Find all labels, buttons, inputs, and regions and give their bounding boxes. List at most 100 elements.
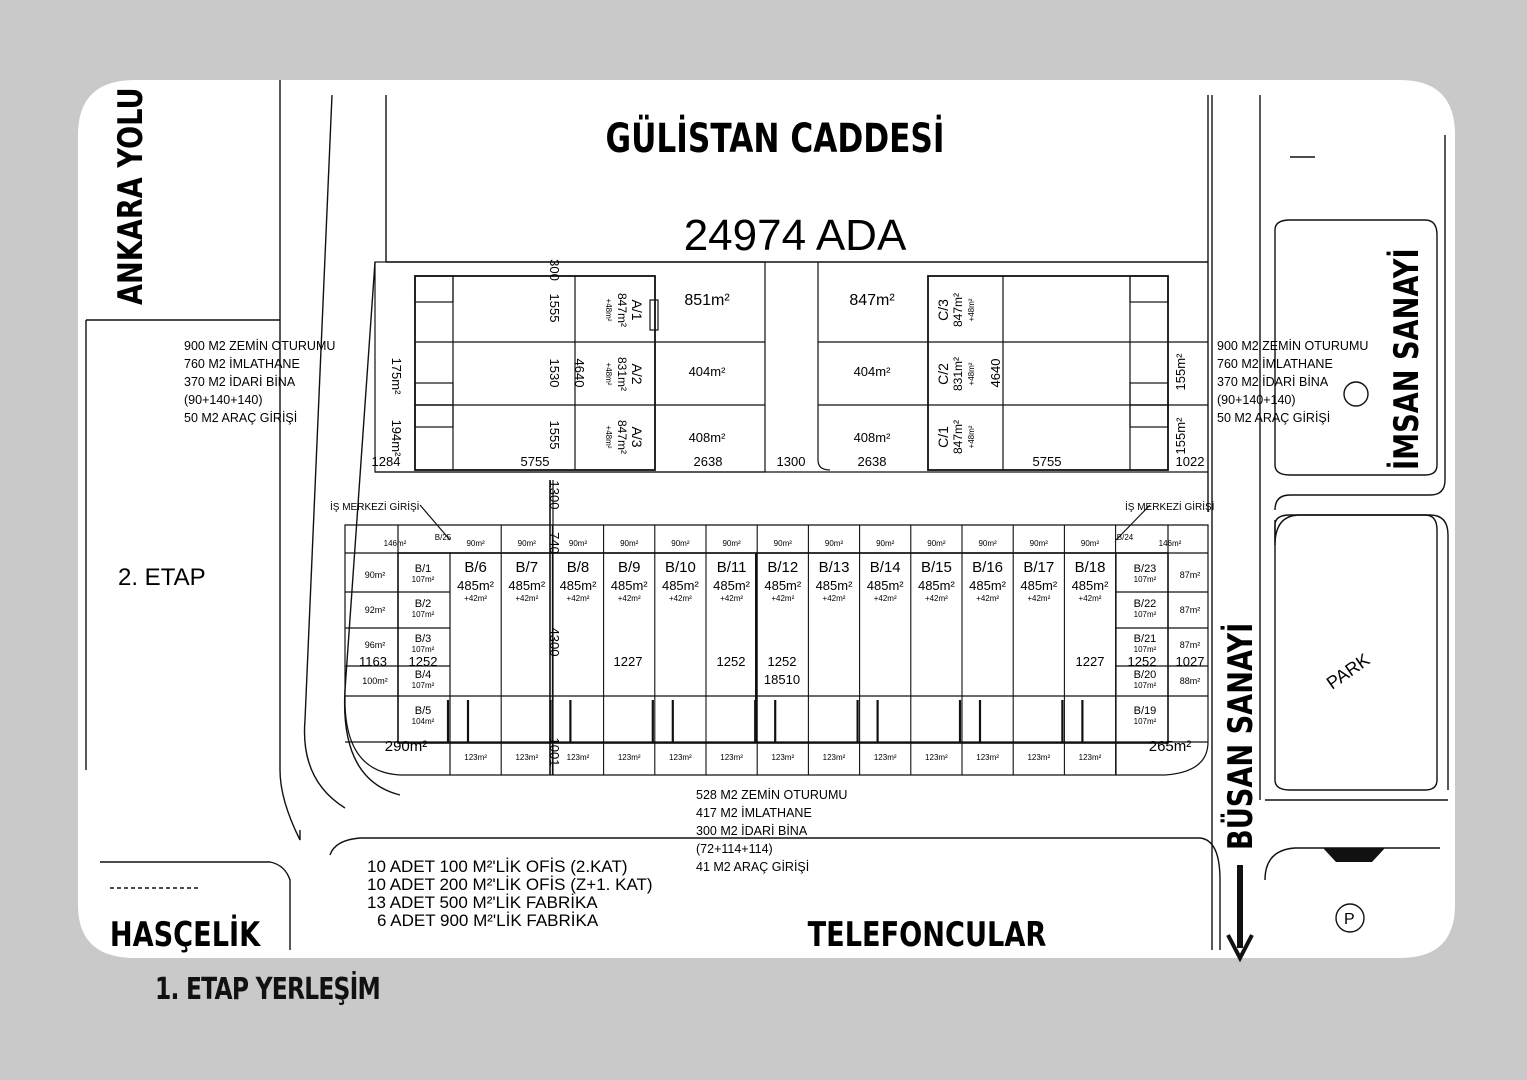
bottom-strip-area: 123m²	[1079, 753, 1102, 762]
note-east-line: 370 M2 İDARİ BİNA	[1217, 375, 1329, 389]
unit-extra: +48m²	[967, 425, 976, 448]
note-east-line: 760 M2 İMLATHANE	[1217, 357, 1333, 371]
strip-area: 87m²	[1180, 605, 1201, 615]
note-west-line: 50 M2 ARAÇ GİRİŞİ	[184, 411, 297, 425]
note-west-line: 900 M2 ZEMİN OTURUMU	[184, 339, 335, 353]
unit-extra: +42m²	[669, 594, 692, 603]
unit-id: B/21	[1134, 633, 1157, 645]
unit-id: B/23	[1134, 563, 1157, 575]
unit-extra: +42m²	[618, 594, 641, 603]
notes-summary: 10 ADET 100 M²'LİK OFİS (2.KAT)10 ADET 2…	[367, 857, 653, 930]
unit-id: B/13	[819, 559, 850, 576]
note-center-line: 41 M2 ARAÇ GİRİŞİ	[696, 860, 809, 874]
strip-area: 100m²	[362, 676, 388, 686]
unit-id: A/2	[629, 363, 645, 384]
courtyard-area: 851m²	[684, 292, 730, 309]
dimension-label: 1001	[547, 738, 562, 767]
unit-extra: +42m²	[771, 594, 794, 603]
note-summary-line: 13 ADET 500 M²'LİK FABRİKA	[367, 893, 598, 912]
unit-id: B/8	[567, 559, 590, 576]
strip-area: 92m²	[365, 605, 386, 615]
unit-area: 485m²	[713, 578, 751, 593]
courtyard-area: 408m²	[689, 430, 727, 445]
unit-id: B/7	[516, 559, 539, 576]
loading-dock-marks	[446, 700, 1084, 742]
top-strip-area: 90m²	[722, 539, 741, 548]
unit-area: 847m²	[615, 293, 629, 327]
north-block-c	[817, 262, 1208, 471]
dimension-label: 1252	[717, 654, 746, 669]
unit-area: 831m²	[615, 357, 629, 391]
top-strip-area: 90m²	[518, 539, 537, 548]
unit-id: B/19	[1134, 705, 1157, 717]
unit-area: 847m²	[951, 293, 965, 327]
unit-area: 485m²	[764, 578, 802, 593]
courtyard-area: 847m²	[849, 292, 895, 309]
unit-id: B/11	[717, 559, 747, 576]
unit-extra: +42m²	[464, 594, 487, 603]
unit-id: B/10	[665, 559, 696, 576]
dimension-label: 2638	[694, 454, 723, 469]
note-east-line: 900 M2 ZEMİN OTURUMU	[1217, 339, 1368, 353]
unit-id: B/1	[415, 563, 432, 575]
top-strip-area: 90m²	[978, 539, 997, 548]
unit-id: B/22	[1134, 598, 1157, 610]
ada-label: 24974 ADA	[684, 211, 907, 260]
street-busan: BÜSAN SANAYİ	[1220, 623, 1261, 850]
unit-extra: +42m²	[720, 594, 743, 603]
dimension-label: 1163	[359, 654, 387, 669]
dimension-label: 4640	[988, 359, 1003, 388]
dimension-label: 1227	[1076, 654, 1105, 669]
unit-area: 485m²	[508, 578, 546, 593]
unit-area: 847m²	[615, 420, 629, 454]
unit-extra: +48m²	[604, 299, 613, 322]
dimension-label: 1555	[547, 421, 562, 450]
street-imsan: İMSAN SANAYİ	[1387, 248, 1427, 470]
unit-area: 485m²	[662, 578, 700, 593]
unit-id: B/14	[870, 559, 901, 576]
side-area: 155m²	[1173, 417, 1188, 455]
unit-id: B/4	[415, 669, 432, 681]
north-block-a	[374, 261, 1208, 473]
dimension-label: 2638	[858, 454, 887, 469]
unit-id: A/1	[629, 299, 645, 320]
unit-id: C/3	[935, 299, 951, 321]
unit-extra: +42m²	[976, 594, 999, 603]
unit-area: 107m²	[412, 575, 435, 584]
courtyard-area: 408m²	[854, 430, 892, 445]
corner-area: 146m²	[1159, 539, 1182, 548]
unit-area: 107m²	[412, 610, 435, 619]
road-lines	[85, 80, 1449, 950]
bottom-strip-area: 123m²	[515, 753, 538, 762]
unit-area: 104m²	[412, 717, 435, 726]
dimension-label: 1530	[547, 359, 562, 388]
note-center-line: 528 M2 ZEMİN OTURUMU	[696, 788, 847, 802]
unit-extra: +48m²	[967, 362, 976, 385]
note-west-line: (90+140+140)	[184, 393, 263, 407]
note-west-line: 760 M2 İMLATHANE	[184, 357, 300, 371]
note-east-line: 50 M2 ARAÇ GİRİŞİ	[1217, 411, 1330, 425]
unit-area: 485m²	[969, 578, 1007, 593]
unit-id: B/18	[1075, 559, 1106, 576]
dimension-label: 1555	[547, 294, 562, 323]
unit-extra: +48m²	[604, 426, 613, 449]
bottom-strip-area: 123m²	[720, 753, 743, 762]
unit-id: B/24	[1117, 533, 1134, 542]
unit-area: 107m²	[1134, 610, 1157, 619]
unit-area: 831m²	[951, 357, 965, 391]
unit-area: 847m²	[951, 420, 965, 454]
unit-id: B/25	[435, 533, 452, 542]
south-block-labels: B/6485m²+42m²90m²123m²B/7485m²+42m²90m²1…	[362, 533, 1200, 762]
unit-id: B/12	[767, 559, 798, 576]
bottom-strip-area: 123m²	[925, 753, 948, 762]
courtyard-area: 404m²	[689, 364, 727, 379]
unit-id: B/20	[1134, 669, 1157, 681]
unit-area: 107m²	[412, 645, 435, 654]
unit-id: B/9	[618, 559, 641, 576]
note-east-line: (90+140+140)	[1217, 393, 1296, 407]
dimension-label: 300	[547, 259, 562, 281]
unit-id: B/2	[415, 598, 432, 610]
note-summary-line: 10 ADET 200 M²'LİK OFİS (Z+1. KAT)	[367, 875, 653, 894]
